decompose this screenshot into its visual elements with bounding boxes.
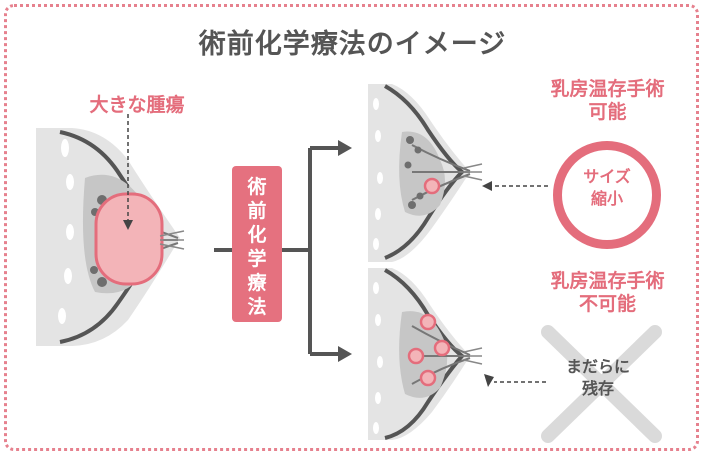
flow-arrows [214,146,338,356]
page-title: 術前化学療法のイメージ [198,29,507,60]
chemo-char: 学 [247,248,267,270]
conserving-possible-label: 乳房温存手術 可能 [520,78,695,124]
label-line: 残存 [581,379,614,398]
large-tumor-label: 大きな腫瘍 [89,94,185,116]
label-line: まだらに [565,357,630,376]
chemo-char: 法 [247,296,267,318]
breast-scattered-residual [368,268,483,440]
chemo-char: 術 [247,176,267,198]
chemo-char: 前 [247,200,267,222]
chemo-char: 療 [247,272,267,294]
dotted-frame [4,4,699,451]
chemo-char: 化 [247,224,267,246]
cross-mark [541,325,662,443]
label-line: 縮小 [590,189,623,208]
label-line: 乳房温存手術 [550,270,665,292]
label-line: 不可能 [578,293,636,315]
label-line: 乳房温存手術 [550,78,665,100]
residual-label: まだらに 残存 [538,356,658,400]
conserving-impossible-label: 乳房温存手術 不可能 [520,270,695,316]
label-line: 可能 [588,101,627,123]
label-line: サイズ [583,167,631,186]
breast-shrunk-tumor [368,84,483,262]
chemotherapy-box: 術 前 化 学 療 法 [232,166,282,322]
shrink-ring [553,141,661,249]
shrink-label: サイズ 縮小 [553,166,661,210]
breast-large-tumor [36,114,185,346]
large-tumor [94,192,164,286]
